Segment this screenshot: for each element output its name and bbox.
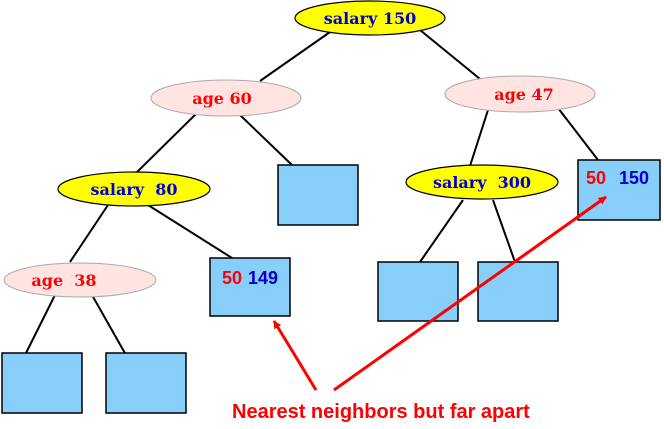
leaf-point-b-box — [577, 159, 661, 221]
leaf-empty-5 — [105, 352, 187, 414]
node-age-60-label: age 60 — [192, 89, 252, 108]
node-age-38-label: age 38 — [31, 271, 96, 290]
node-age-47: age 47 — [444, 75, 596, 113]
leaf-empty-4 — [1, 352, 83, 414]
annotation-arrows — [272, 195, 607, 392]
node-age-60: age 60 — [150, 79, 302, 117]
arrow-to-point-a — [272, 320, 318, 391]
edge-right-pointb — [557, 107, 599, 161]
leaf-point-a-age: 50 — [222, 268, 242, 288]
leaf-point-b-age: 50 — [586, 168, 606, 188]
leaf-point-a-salary: 149 — [248, 268, 278, 288]
arrow-to-point-b — [333, 195, 607, 392]
node-age-60-shape — [150, 79, 302, 117]
edge-rightleft-leaf1 — [419, 199, 464, 263]
tree-edges — [24, 29, 599, 356]
node-age-47-label: age 47 — [494, 85, 554, 104]
node-root-shape — [294, 0, 446, 36]
edge-leftleft-pointa — [147, 204, 233, 259]
node-age-38-shape — [3, 262, 157, 298]
edge-left-leftleft — [134, 109, 201, 175]
node-salary-80-label: salary 80 — [91, 180, 178, 199]
leaf-point-b: 50 150 — [577, 159, 661, 221]
node-age-38: age 38 — [3, 262, 157, 298]
annotation-text: Nearest neighbors but far apart — [232, 401, 530, 423]
edge-left-leaf — [239, 114, 293, 166]
node-age-47-shape — [444, 75, 596, 113]
node-salary-80-shape — [57, 171, 211, 207]
node-salary-300: salary 300 — [405, 164, 559, 200]
edge-right-rightleft — [469, 109, 489, 167]
node-salary-300-shape — [405, 164, 559, 200]
node-salary-80: salary 80 — [57, 171, 211, 207]
edge-age38-leaf1 — [24, 294, 56, 356]
edge-age38-leaf2 — [91, 294, 127, 356]
node-root: salary 150 — [294, 0, 446, 36]
leaf-point-b-salary: 150 — [619, 168, 649, 188]
edge-leftleft-age38 — [69, 204, 109, 263]
node-salary-300-label: salary 300 — [433, 173, 531, 192]
edge-root-right — [419, 29, 481, 80]
leaf-point-a: 50 149 — [209, 257, 291, 317]
edge-rightleft-leaf2 — [492, 199, 516, 263]
leaf-empty-1 — [277, 164, 359, 226]
leaf-nodes — [1, 164, 559, 414]
leaf-point-a-box — [209, 257, 291, 317]
node-root-label: salary 150 — [324, 9, 417, 28]
edge-root-left — [259, 31, 331, 82]
leaf-empty-3 — [477, 261, 559, 322]
